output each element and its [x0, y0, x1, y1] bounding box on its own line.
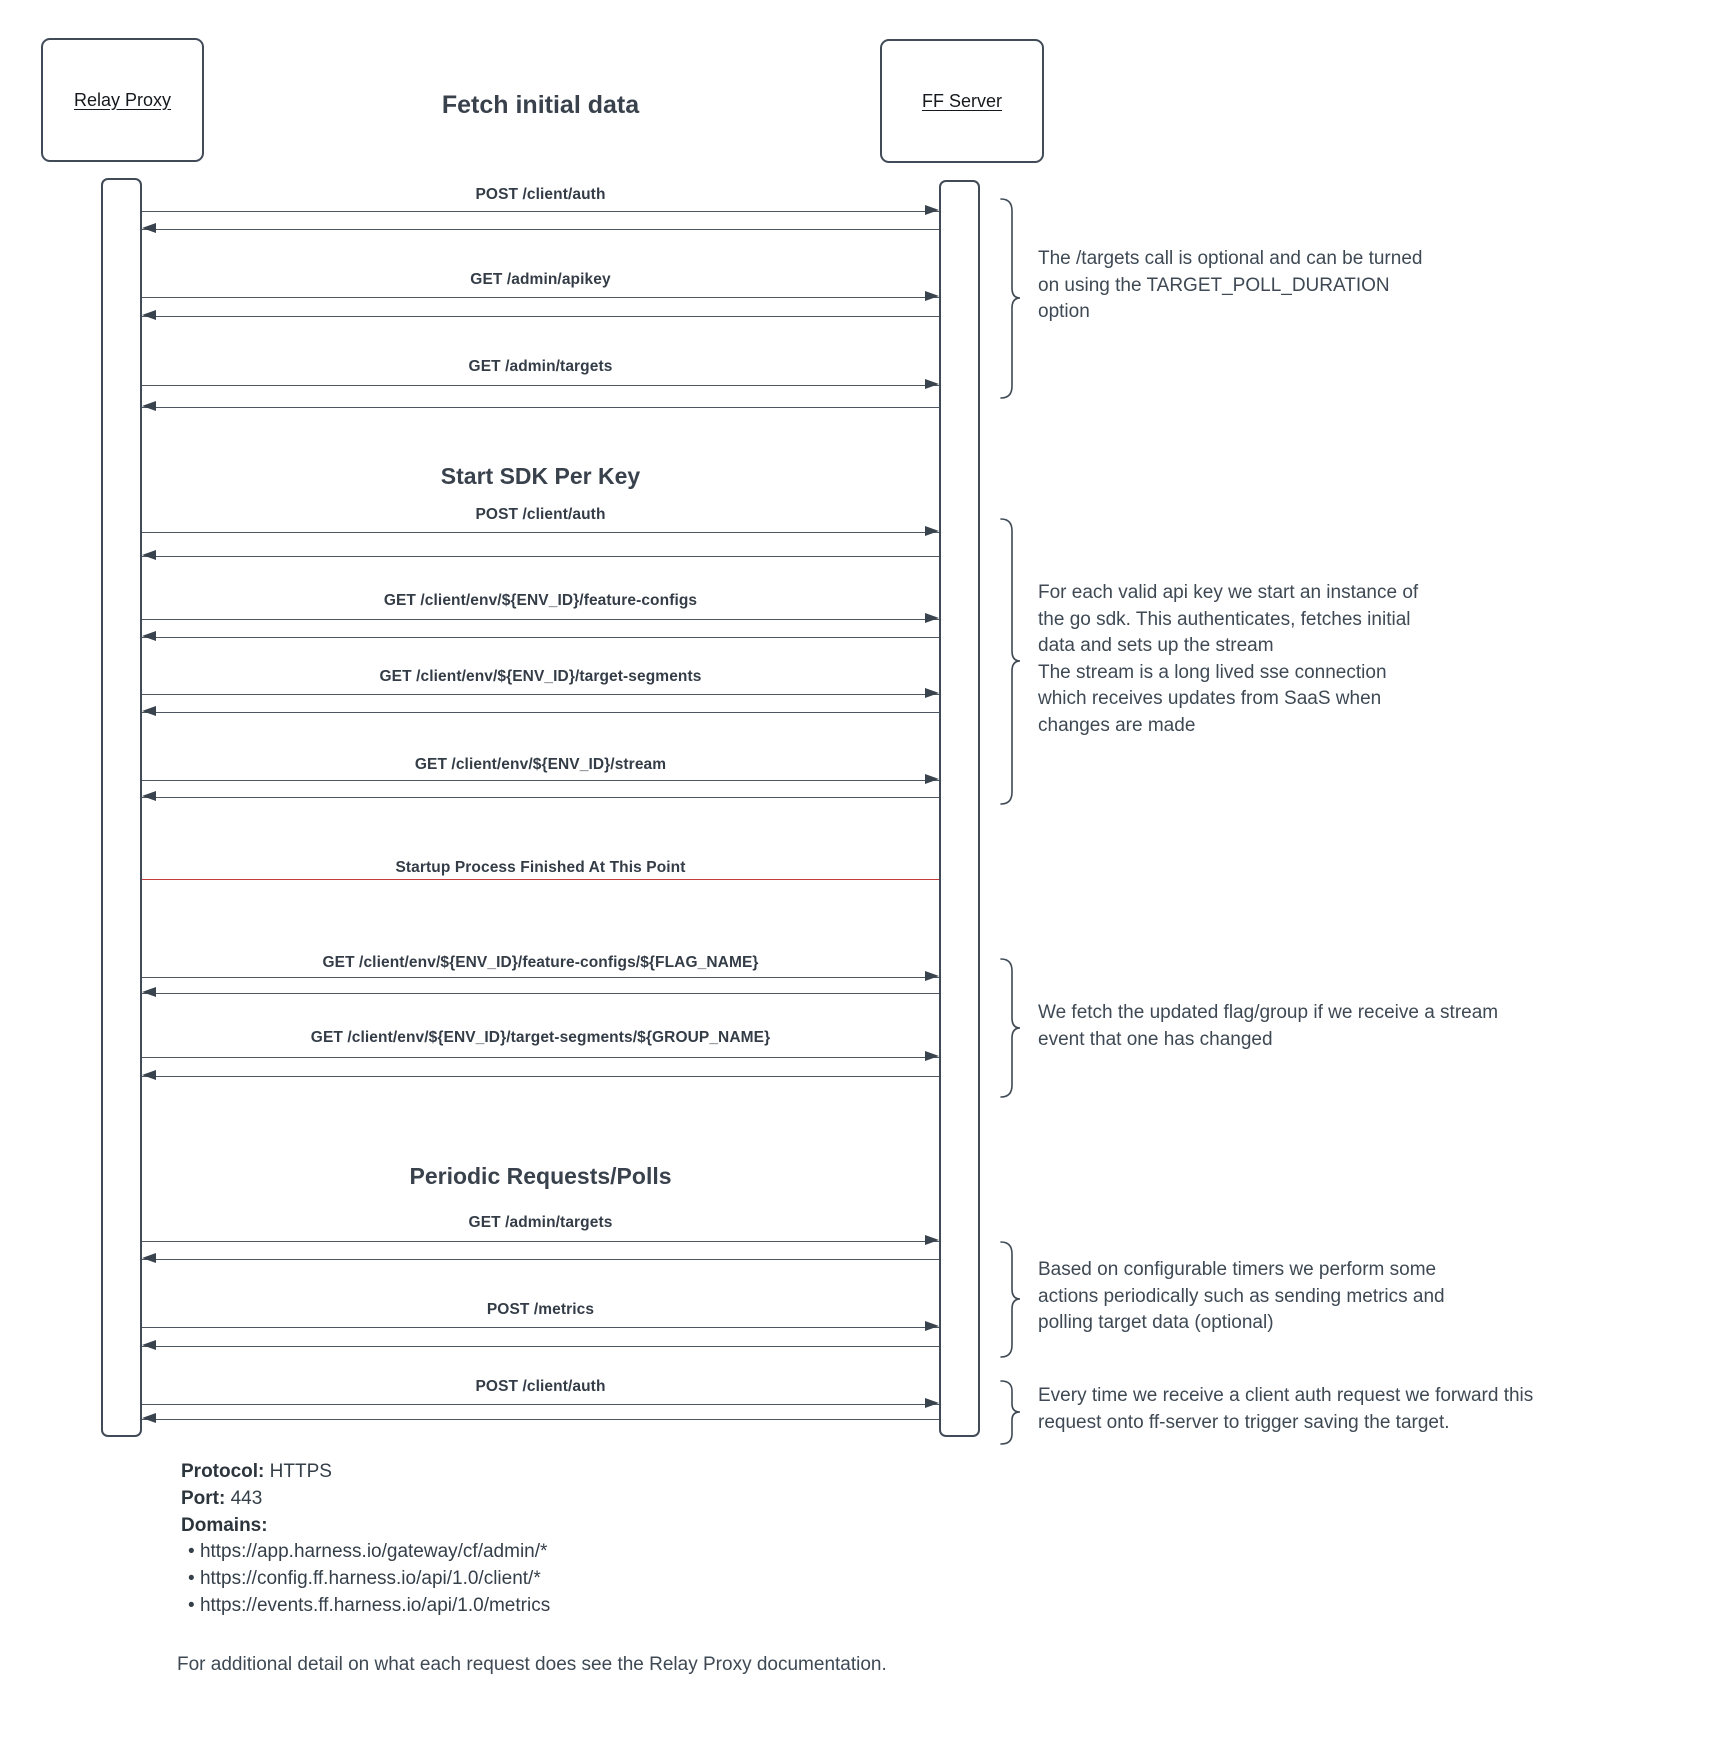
- arrowhead-left-icon: [142, 401, 156, 412]
- startup-divider-label: Startup Process Finished At This Point: [395, 859, 686, 876]
- port-label: Port:: [181, 1487, 226, 1509]
- arrowhead-right-icon: [925, 613, 939, 624]
- startup-divider-line: [142, 879, 939, 880]
- arrowhead-right-icon: [925, 1398, 939, 1409]
- arrowhead-right-icon: [925, 774, 939, 785]
- arrowhead-right-icon: [925, 971, 939, 982]
- response-arrow: [142, 223, 939, 234]
- request-arrow: [142, 613, 939, 624]
- curly-brace-icon: [1000, 198, 1021, 399]
- lifeline-ff-server: [939, 180, 980, 1437]
- connection-info: Protocol: HTTPS Port: 443 Domains: https…: [181, 1459, 550, 1620]
- port-value: 443: [225, 1487, 263, 1509]
- request-arrow: [142, 688, 939, 699]
- actor-ff-server: FF Server: [880, 39, 1044, 163]
- domain-url: https://events.ff.harness.io/api/1.0/met…: [181, 1593, 550, 1620]
- protocol-value: HTTPS: [264, 1461, 332, 1482]
- arrowhead-right-icon: [925, 1051, 939, 1062]
- request-arrow: [142, 1398, 939, 1409]
- request-arrow: [142, 1051, 939, 1062]
- domain-url: https://config.ff.harness.io/api/1.0/cli…: [181, 1566, 550, 1593]
- curly-brace-icon: [1000, 1241, 1021, 1358]
- arrowhead-left-icon: [142, 631, 156, 642]
- request-arrow: [142, 774, 939, 785]
- message-label: GET /client/env/${ENV_ID}/feature-config…: [322, 954, 759, 971]
- message-label: GET /admin/apikey: [470, 271, 611, 288]
- section-title-start-sdk: Start SDK Per Key: [440, 463, 641, 489]
- arrowhead-left-icon: [142, 987, 156, 998]
- request-arrow: [142, 379, 939, 390]
- response-arrow: [142, 1413, 939, 1424]
- request-arrow: [142, 291, 939, 302]
- arrowhead-right-icon: [925, 1235, 939, 1246]
- actor-relay-proxy: Relay Proxy: [41, 38, 204, 162]
- annotation-targets-optional: The /targets call is optional and can be…: [1038, 248, 1423, 322]
- request-arrow: [142, 971, 939, 982]
- arrowhead-left-icon: [142, 1253, 156, 1264]
- annotation-periodic-timers: Based on configurable timers we perform …: [1038, 1259, 1445, 1333]
- footer-note: For additional detail on what each reque…: [177, 1654, 887, 1675]
- domains-label: Domains:: [181, 1514, 268, 1536]
- arrowhead-right-icon: [925, 688, 939, 699]
- lifeline-relay-proxy: [101, 178, 142, 1437]
- arrowhead-left-icon: [142, 223, 156, 234]
- arrowhead-right-icon: [925, 379, 939, 390]
- response-arrow: [142, 1340, 939, 1351]
- arrowhead-left-icon: [142, 1070, 156, 1081]
- annotation-client-auth-forward: Every time we receive a client auth requ…: [1038, 1385, 1534, 1433]
- request-arrow: [142, 1235, 939, 1246]
- actor-relay-proxy-label: Relay Proxy: [73, 89, 172, 110]
- section-title-fetch-initial-data: Fetch initial data: [441, 91, 640, 119]
- message-label: GET /client/env/${ENV_ID}/target-segment…: [379, 668, 702, 685]
- arrowhead-right-icon: [925, 1321, 939, 1332]
- curly-brace-icon: [1000, 958, 1021, 1098]
- protocol-label: Protocol:: [181, 1461, 265, 1482]
- annotation-stream-fetch: We fetch the updated flag/group if we re…: [1038, 1002, 1499, 1050]
- curly-brace-icon: [1000, 518, 1021, 805]
- domain-url: https://app.harness.io/gateway/cf/admin/…: [181, 1539, 550, 1566]
- protocol-line: Protocol: HTTPS: [181, 1459, 550, 1486]
- annotation-sdk-per-key: For each valid api key we start an insta…: [1038, 582, 1419, 736]
- arrowhead-left-icon: [142, 550, 156, 561]
- message-label: GET /admin/targets: [468, 1214, 613, 1231]
- response-arrow: [142, 1253, 939, 1264]
- arrowhead-left-icon: [142, 791, 156, 802]
- arrowhead-left-icon: [142, 1340, 156, 1351]
- arrowhead-right-icon: [925, 205, 939, 216]
- response-arrow: [142, 550, 939, 561]
- message-label: GET /client/env/${ENV_ID}/feature-config…: [383, 592, 698, 609]
- message-label: POST /client/auth: [475, 186, 606, 203]
- request-arrow: [142, 526, 939, 537]
- arrowhead-right-icon: [925, 526, 939, 537]
- response-arrow: [142, 791, 939, 802]
- message-label: POST /client/auth: [475, 506, 606, 523]
- response-arrow: [142, 631, 939, 642]
- message-label: GET /client/env/${ENV_ID}/target-segment…: [310, 1029, 771, 1046]
- arrowhead-left-icon: [142, 706, 156, 717]
- message-label: GET /client/env/${ENV_ID}/stream: [414, 756, 667, 773]
- curly-brace-icon: [1000, 1380, 1021, 1445]
- arrowhead-left-icon: [142, 1413, 156, 1424]
- response-arrow: [142, 706, 939, 717]
- port-line: Port: 443: [181, 1486, 550, 1513]
- response-arrow: [142, 987, 939, 998]
- request-arrow: [142, 1321, 939, 1332]
- response-arrow: [142, 401, 939, 412]
- section-title-periodic: Periodic Requests/Polls: [409, 1163, 672, 1189]
- response-arrow: [142, 1070, 939, 1081]
- actor-ff-server-label: FF Server: [921, 90, 1002, 111]
- response-arrow: [142, 310, 939, 321]
- request-arrow: [142, 205, 939, 216]
- message-label: GET /admin/targets: [468, 358, 613, 375]
- arrowhead-right-icon: [925, 291, 939, 302]
- message-label: POST /metrics: [486, 1301, 595, 1318]
- arrowhead-left-icon: [142, 310, 156, 321]
- message-label: POST /client/auth: [475, 1378, 606, 1395]
